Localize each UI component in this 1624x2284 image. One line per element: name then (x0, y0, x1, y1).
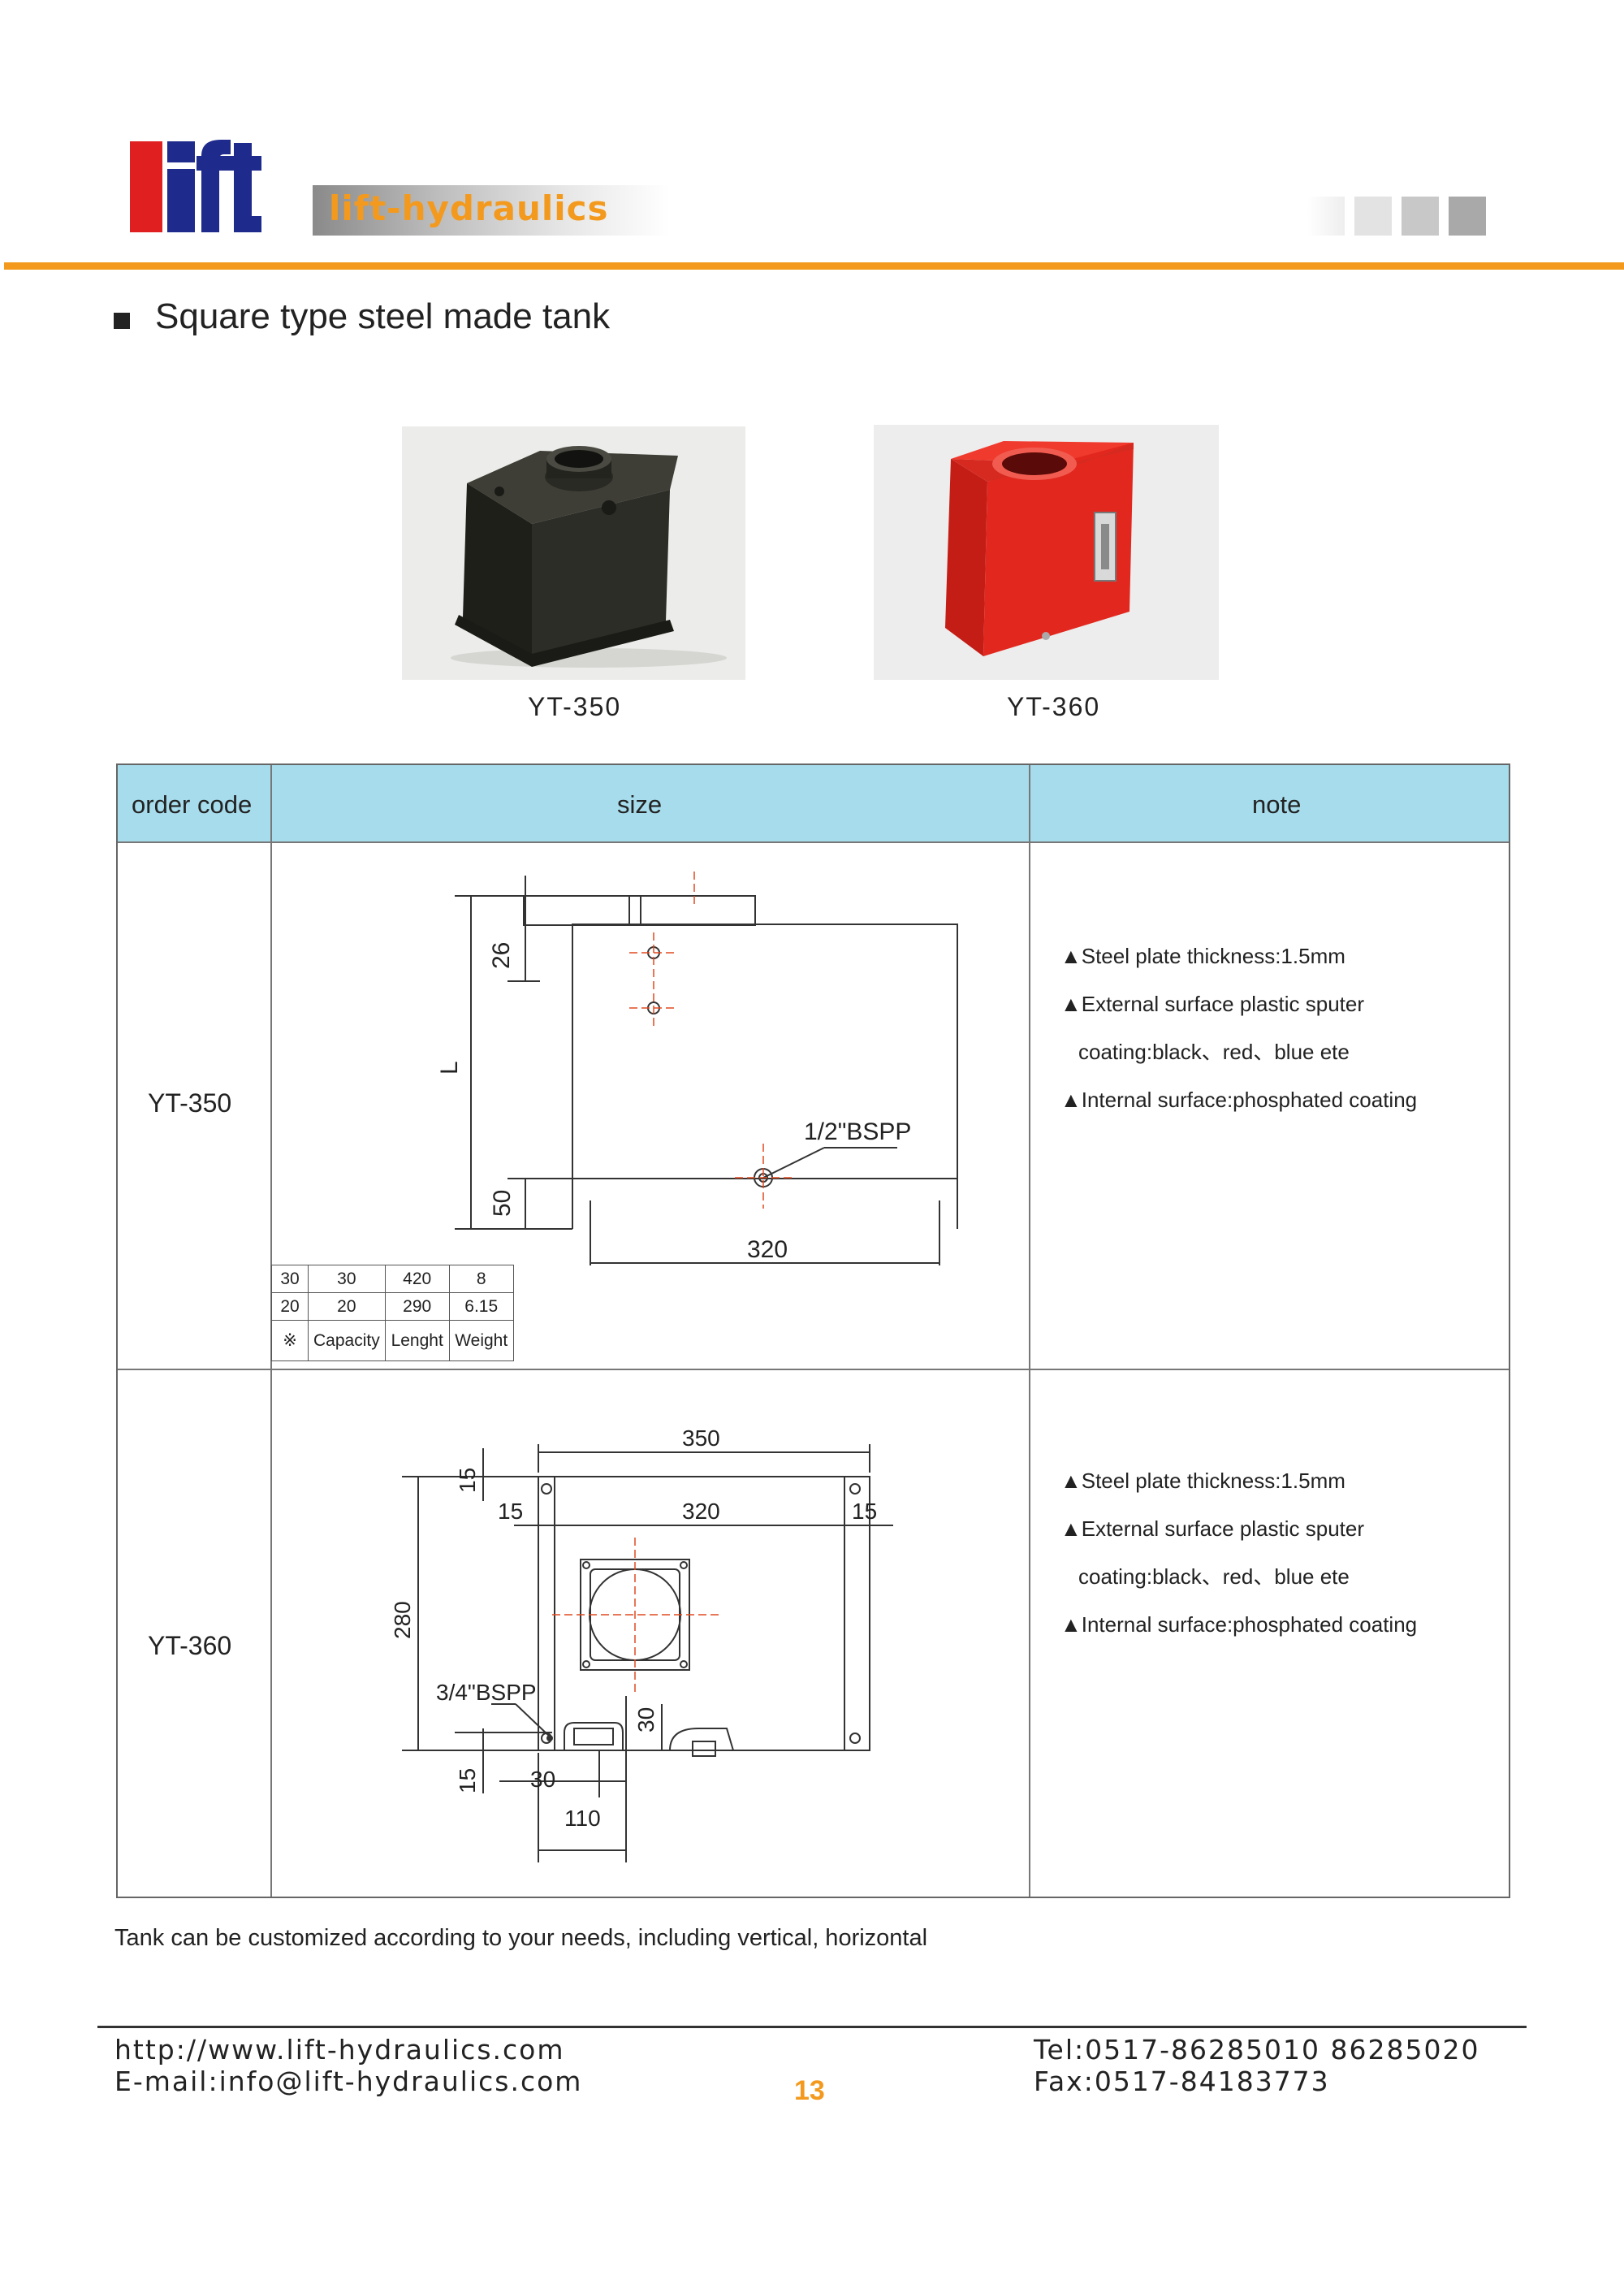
table-cell: 290 (384, 1292, 450, 1321)
brand-name: lift-hydraulics (329, 188, 609, 228)
header-rule (4, 262, 1624, 270)
lift-logo: lift (130, 138, 300, 236)
note-line: coating:black、red、blue ete (1078, 1040, 1350, 1064)
table-cell: 6.15 (448, 1292, 514, 1321)
port-label: 1/2"BSPP (804, 1118, 911, 1145)
dim-label: 30 (530, 1767, 555, 1792)
table-header-background (118, 765, 1509, 841)
header-size: size (617, 790, 663, 819)
dim-label: 15 (498, 1499, 523, 1524)
port-label: 3/4"BSPP (436, 1680, 537, 1705)
table-row: 20 20 290 6.15 (271, 1292, 514, 1321)
bullet-icon (114, 313, 130, 329)
table-cell: Capacity (308, 1320, 386, 1361)
dim-label: 15 (455, 1768, 480, 1793)
note-line: ▲Steel plate thickness:1.5mm (1060, 944, 1345, 968)
dim-label: 15 (852, 1499, 877, 1524)
note-list: ▲Steel plate thickness:1.5mm ▲External s… (1060, 932, 1417, 1124)
row-divider (118, 841, 1509, 843)
dim-label: 30 (633, 1707, 659, 1732)
table-cell: 30 (308, 1265, 386, 1293)
page-number: 13 (794, 2075, 825, 2106)
red-square-tank-photo (874, 425, 1219, 680)
dim-label: L (436, 1061, 463, 1075)
dim-label: 26 (488, 942, 515, 969)
dim-label: 110 (564, 1806, 601, 1831)
note-line: ▲External surface plastic sputer (1060, 992, 1365, 1016)
table-cell: Weight (448, 1320, 514, 1361)
customization-note: Tank can be customized according to your… (114, 1925, 928, 1951)
table-cell: 30 (271, 1265, 309, 1293)
section-title: Square type steel made tank (155, 296, 611, 336)
dim-label: 15 (455, 1468, 480, 1493)
note-line: ▲Steel plate thickness:1.5mm (1060, 1469, 1345, 1493)
yt360-drawing: 350 320 15 15 15 280 15 30 30 110 3/4"BS… (272, 1371, 1027, 1891)
fax-number: Fax:0517-84183773 (1034, 2066, 1330, 2097)
website-link[interactable]: http://www.lift-hydraulics.com (114, 2034, 565, 2066)
footer-rule (97, 2026, 1527, 2028)
note-line: coating:black、red、blue ete (1078, 1564, 1350, 1589)
row-divider (118, 1369, 1509, 1370)
capacity-spec-table: 30 30 420 8 20 20 290 6.15 ※ Capacity Le… (271, 1265, 514, 1361)
table-cell: 20 (271, 1292, 309, 1321)
note-line: ▲Internal surface:phosphated coating (1060, 1088, 1418, 1112)
order-code: YT-350 (148, 1088, 232, 1118)
column-divider (1029, 765, 1030, 1897)
header-order-code: order code (132, 790, 253, 819)
note-line: ▲External surface plastic sputer (1060, 1516, 1365, 1541)
black-square-tank-photo (402, 426, 745, 680)
table-cell: 420 (384, 1265, 450, 1293)
table-cell: ※ (271, 1320, 309, 1361)
header-note: note (1252, 790, 1302, 819)
note-line: ▲Internal surface:phosphated coating (1060, 1612, 1418, 1637)
table-cell: 20 (308, 1292, 386, 1321)
brand-band (313, 185, 670, 236)
dim-label: 320 (682, 1499, 720, 1524)
dim-label: 50 (489, 1190, 516, 1217)
yt350-drawing: 26 L 50 320 1/2"BSPP (272, 843, 1027, 1274)
table-row: ※ Capacity Lenght Weight (271, 1320, 514, 1361)
product-caption: YT-360 (1007, 692, 1101, 721)
product-caption: YT-350 (528, 692, 622, 721)
phone-number: Tel:0517-86285010 86285020 (1034, 2034, 1480, 2066)
table-row: 30 30 420 8 (271, 1265, 514, 1293)
table-cell: Lenght (384, 1320, 450, 1361)
note-list: ▲Steel plate thickness:1.5mm ▲External s… (1060, 1457, 1417, 1649)
spec-table (116, 763, 1510, 1898)
order-code: YT-360 (148, 1631, 232, 1660)
email-link[interactable]: E-mail:info@lift-hydraulics.com (114, 2066, 583, 2097)
dim-label: 320 (747, 1236, 788, 1263)
table-cell: 8 (448, 1265, 514, 1293)
dim-label: 350 (682, 1425, 720, 1451)
dim-label: 280 (390, 1601, 415, 1639)
decorative-squares (1307, 197, 1494, 237)
